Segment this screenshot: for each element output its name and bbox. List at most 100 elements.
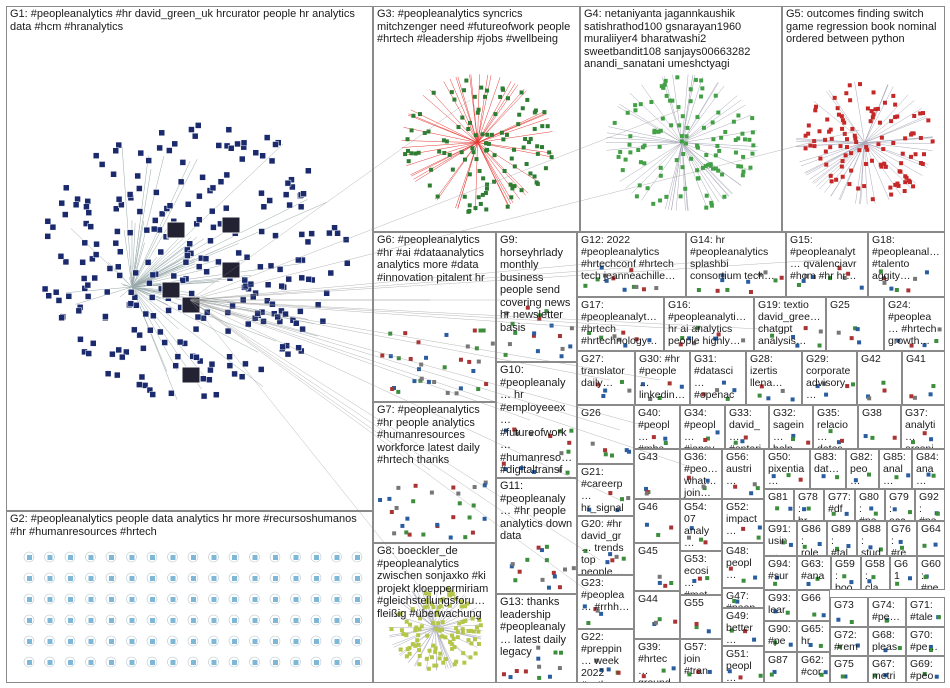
group-g20[interactable]: G20: #hr david_gr… trends top people… — [577, 516, 634, 575]
group-g68[interactable]: G68: pleas… — [868, 627, 906, 656]
group-g87[interactable]: G87 — [764, 652, 797, 683]
group-g50[interactable]: G50: pixentia… — [764, 449, 810, 489]
vertex — [657, 144, 662, 149]
group-g17[interactable]: G17: #peopleanalyt… #hrtech #hrtechnolog… — [577, 297, 664, 351]
group-g63[interactable]: G63: #ana… — [797, 556, 831, 590]
group-g56[interactable]: G56: austri… — [722, 449, 764, 499]
group-g19[interactable]: G19: textio david_gree… chatgpt analysis… — [754, 297, 826, 351]
group-g76[interactable]: G76: #re… — [887, 521, 917, 556]
group-g25[interactable]: G25 — [826, 297, 884, 351]
group-g21[interactable]: G21: #careerp… hr_signal… — [577, 464, 634, 516]
group-g2[interactable]: G2: #peopleanalytics people data analyti… — [6, 511, 373, 683]
group-g92[interactable]: G92: #pe… — [915, 489, 945, 521]
group-g15[interactable]: G15: #peopleanalyt… qvalenciavr #hcm #hr… — [786, 232, 868, 297]
group-g26[interactable]: G26 — [577, 405, 634, 464]
vertex — [327, 269, 335, 277]
group-g45[interactable]: G45 — [634, 543, 680, 591]
group-g51[interactable]: G51: peopl… — [722, 646, 764, 683]
group-g33[interactable]: G33: david_… #ontari… — [725, 405, 769, 449]
group-g85[interactable]: G85: anal… — [879, 449, 912, 489]
group-g73[interactable]: G73 — [830, 597, 868, 627]
group-g52[interactable]: G52: impact… — [722, 499, 764, 543]
group-g37[interactable]: G37: analyti… arconi… — [901, 405, 945, 449]
group-g23[interactable]: G23: #peoplea… #rrhh… — [577, 575, 634, 629]
group-g82[interactable]: G82: peo… — [846, 449, 879, 489]
group-g29[interactable]: G29: corporate advisory… — [802, 351, 857, 405]
group-g90[interactable]: G90: #pe… — [764, 621, 797, 652]
group-g1[interactable]: G1: #peopleanalytics #hr david_green_uk … — [6, 6, 373, 511]
group-g27[interactable]: G27: translator daily… — [577, 351, 635, 405]
vertex — [286, 201, 293, 209]
group-g59[interactable]: G59: boo… — [831, 556, 861, 590]
group-g42[interactable]: G42 — [857, 351, 902, 405]
group-g66[interactable]: G66 — [797, 590, 830, 621]
group-g55[interactable]: G55 — [680, 595, 722, 639]
group-g39[interactable]: G39: #hrtec… ground… — [634, 639, 680, 683]
group-g24[interactable]: G24: #peoplea… #hrtech growth… — [884, 297, 945, 351]
group-g18[interactable]: G18: #peopleanal… #talento aggity… — [868, 232, 945, 297]
group-g16[interactable]: G16: #peopleanalyti… hr ai analytics peo… — [664, 297, 754, 351]
group-g3[interactable]: G3: #peopleanalytics syncrics mitchzenge… — [373, 6, 580, 232]
group-g31[interactable]: G31: #datasci… #openac… — [690, 351, 746, 405]
group-g13[interactable]: G13: thanks leadership #peopleanaly… lat… — [496, 594, 577, 683]
group-g28[interactable]: G28: izertis llena… — [746, 351, 802, 405]
group-g4[interactable]: G4: netaniyanta jagannkaushik satishrath… — [580, 6, 782, 232]
group-g79[interactable]: G79: acc… — [885, 489, 915, 521]
group-g12[interactable]: G12: 2022 #peopleanalytics #hrtechconf #… — [577, 232, 686, 297]
group-g30[interactable]: G30: #hr #people… linkedin… — [635, 351, 690, 405]
group-g10[interactable]: G10: #peopleanaly… hr #employeeex… #futu… — [496, 362, 577, 478]
group-g88[interactable]: G88: stud… — [857, 521, 887, 556]
group-g60[interactable]: G60: #pe… — [917, 556, 945, 590]
group-g94[interactable]: G94: #sur… — [764, 556, 797, 590]
group-g61[interactable]: G61 — [890, 556, 917, 590]
group-g71[interactable]: G71: #tale… — [906, 597, 945, 627]
group-g64[interactable]: G64 — [917, 521, 945, 556]
group-g72[interactable]: G72: #rem… — [830, 627, 868, 656]
group-g36[interactable]: G36: #peo… what… join… — [680, 449, 722, 499]
group-g35[interactable]: G35: relacio… datos… — [813, 405, 858, 449]
group-g7[interactable]: G7: #peopleanalytics #hr people analytic… — [373, 402, 496, 543]
group-g62[interactable]: G62: #cor… — [797, 652, 830, 683]
group-g78[interactable]: G78: hr… — [794, 489, 824, 521]
group-g89[interactable]: G89: #tal… — [827, 521, 857, 556]
group-g58[interactable]: G58: cla… — [861, 556, 890, 590]
group-g65[interactable]: G65: hr — [797, 621, 830, 652]
group-g5[interactable]: G5: outcomes finding switch game regress… — [782, 6, 945, 232]
group-g91[interactable]: G91: usin… — [764, 521, 797, 556]
group-g49[interactable]: G49: better… — [722, 608, 764, 646]
group-g32[interactable]: G32: sagein… help… — [769, 405, 813, 449]
group-g77[interactable]: G77: #df… — [824, 489, 855, 521]
group-g70[interactable]: G70: #pe… — [906, 627, 945, 656]
group-g74[interactable]: G74: #pe… — [868, 597, 906, 627]
group-g9[interactable]: G9: horseyhrlady monthly business people… — [496, 232, 577, 362]
group-g46[interactable]: G46 — [634, 499, 680, 543]
group-g6[interactable]: G6: #peopleanalytics #hr #ai #dataanalyt… — [373, 232, 496, 402]
group-g43[interactable]: G43 — [634, 449, 680, 499]
group-g69[interactable]: G69: #peo… — [906, 656, 945, 683]
group-g40[interactable]: G40: #peopl… #mba… — [634, 405, 680, 449]
vertex — [406, 148, 411, 153]
group-g11[interactable]: G11: #peopleanaly… #hr people analytics … — [496, 478, 577, 594]
group-g84[interactable]: G84: ana… — [912, 449, 945, 489]
group-vertices — [733, 435, 748, 445]
group-g34[interactable]: G34: #peopl… #iopsy… — [680, 405, 725, 449]
group-g8[interactable]: G8: boeckler_de #peopleanalytics zwische… — [373, 543, 496, 683]
group-g54[interactable]: G54: 07 analy… — [680, 499, 722, 551]
group-g83[interactable]: G83: dat… — [810, 449, 846, 489]
group-g57[interactable]: G57: join #tran… — [680, 639, 722, 683]
group-g81[interactable]: G81 — [764, 489, 794, 521]
group-g22[interactable]: G22: #preppin… week 2022 #python… — [577, 629, 634, 683]
group-g93[interactable]: G93: lear… — [764, 590, 797, 621]
vertex — [462, 88, 467, 93]
group-g44[interactable]: G44 — [634, 591, 680, 639]
group-g48[interactable]: G48: peopl… — [722, 543, 764, 588]
group-g67[interactable]: G67: metri… — [868, 656, 906, 683]
group-g53[interactable]: G53: ecosi… #met… — [680, 551, 722, 595]
group-g75[interactable]: G75 — [830, 656, 868, 683]
group-g80[interactable]: G80: #pe… — [855, 489, 885, 521]
group-g86[interactable]: G86: roles — [797, 521, 827, 556]
group-g38[interactable]: G38 — [858, 405, 901, 449]
group-g14[interactable]: G14: hr #peopleanalytics splashbi consor… — [686, 232, 786, 297]
group-g47[interactable]: G47: #peop… — [722, 588, 764, 608]
group-g41[interactable]: G41 — [902, 351, 945, 405]
